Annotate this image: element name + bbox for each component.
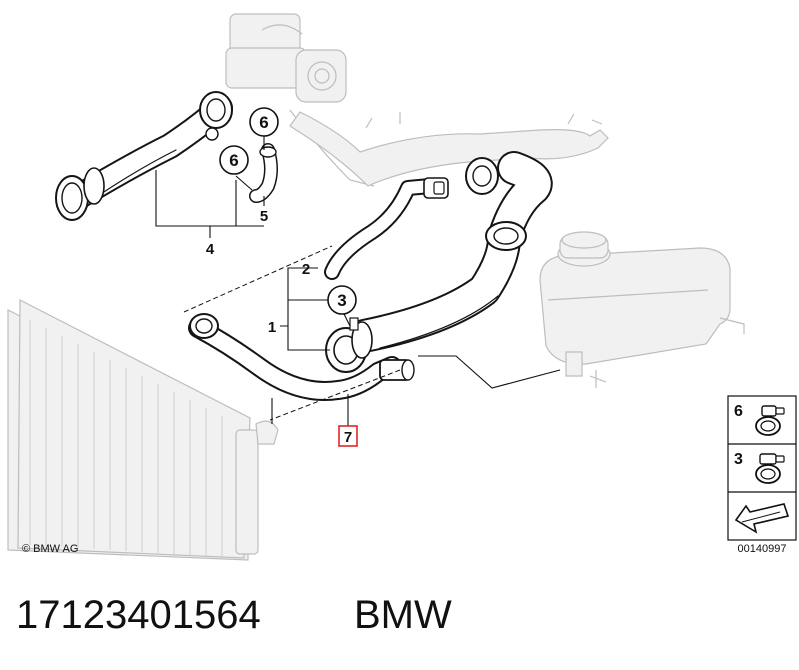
legend-item-clamp-6: 6 [734, 403, 785, 436]
hose-1[interactable] [347, 151, 553, 353]
hose-5[interactable] [249, 143, 278, 203]
svg-text:1: 1 [268, 319, 276, 336]
svg-text:2: 2 [302, 261, 310, 278]
callout-4[interactable]: 4 [206, 241, 215, 258]
leader-lines [155, 136, 351, 426]
svg-text:3: 3 [734, 451, 743, 468]
svg-text:6: 6 [734, 403, 743, 420]
callout-6-top[interactable]: 6 [249, 107, 279, 137]
callout-1[interactable]: 1 [268, 319, 276, 336]
part-number: 17123401564 [16, 593, 261, 637]
legend-item-clamp-3: 3 [734, 451, 785, 484]
callout-7-highlighted[interactable]: 7 [338, 425, 358, 447]
callout-5[interactable]: 5 [260, 208, 268, 225]
arrow-icon [734, 503, 790, 534]
callout-3[interactable]: 3 [327, 285, 357, 315]
diagram-id: 00140997 [738, 543, 787, 555]
copyright-notice: © BMW AG [22, 543, 78, 555]
hose-clamp [325, 157, 527, 373]
hose-7[interactable] [188, 313, 415, 401]
svg-text:4: 4 [206, 241, 215, 258]
connection-lines [183, 245, 561, 424]
coolant-pipe-ghost [289, 111, 609, 187]
svg-text:5: 5 [260, 208, 268, 225]
callout-2[interactable]: 2 [302, 261, 310, 278]
egr-valve-ghost [225, 13, 375, 187]
radiator-ghost [7, 299, 279, 561]
callout-6-lower[interactable]: 6 [219, 145, 249, 175]
hose-clamp [55, 91, 233, 221]
brand-name: BMW [354, 593, 452, 637]
expansion-tank-ghost [539, 231, 745, 388]
hose-2[interactable] [324, 177, 449, 280]
svg-text:3: 3 [337, 291, 346, 310]
svg-text:7: 7 [344, 429, 352, 446]
svg-text:6: 6 [259, 113, 268, 132]
legend-box: 6 3 [727, 395, 797, 541]
svg-text:6: 6 [229, 151, 238, 170]
